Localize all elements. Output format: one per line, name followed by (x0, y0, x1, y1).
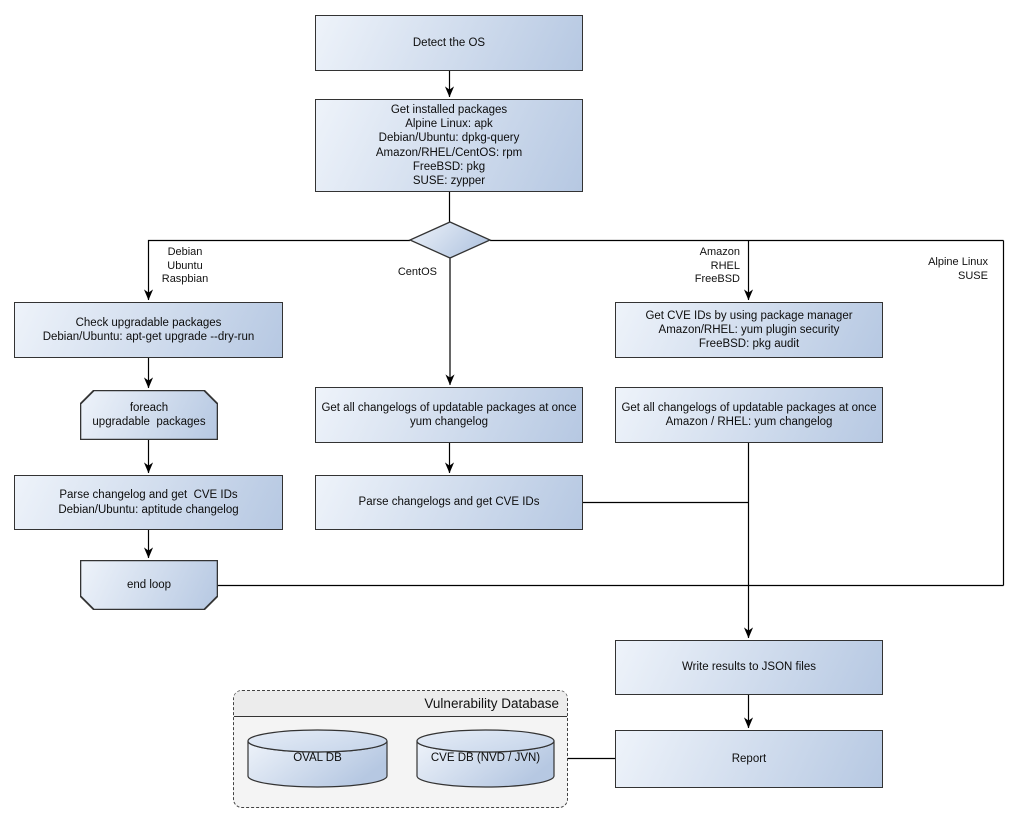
vulnerability-database-title: Vulnerability Database (234, 691, 567, 717)
edge-decision-to-debian (143, 239, 410, 301)
node-parse-changelog-debian: Parse changelog and get CVE IDs Debian/U… (14, 475, 283, 530)
oval-db-label: OVAL DB (293, 752, 342, 764)
node-end-loop: end loop (80, 560, 218, 610)
node-get-installed-packages: Get installed packages Alpine Linux: apk… (315, 99, 583, 192)
node-check-upgradable-packages: Check upgradable packages Debian/Ubuntu:… (14, 302, 283, 358)
branch-label-alpine: Alpine Linux SUSE (928, 256, 988, 282)
branch-label-amazon: Amazon RHEL FreeBSD (694, 246, 740, 285)
node-write-results-json: Write results to JSON files (615, 640, 883, 695)
cve-db-label: CVE DB (NVD / JVN) (430, 752, 541, 764)
node-get-cve-ids-package-manager: Get CVE IDs by using package manager Ama… (615, 302, 883, 358)
node-changelogs-amazon-rhel: Get all changelogs of updatable packages… (615, 387, 883, 443)
node-changelogs-centos: Get all changelogs of updatable packages… (315, 387, 583, 443)
branch-label-centos: CentOS (397, 266, 437, 278)
node-report: Report (615, 730, 883, 788)
branch-label-debian: Debian Ubuntu Raspbian (161, 246, 209, 285)
node-parse-changelogs-centos: Parse changelogs and get CVE IDs (315, 475, 583, 530)
oval-db-cylinder-top (247, 729, 388, 753)
node-foreach-loop-start: foreach upgradable packages (80, 390, 218, 440)
connectors (143, 71, 1005, 760)
os-decision-diamond (408, 221, 492, 259)
database-cylinders (247, 729, 555, 788)
cve-db-cylinder-top (416, 729, 555, 753)
node-detect-os: Detect the OS (315, 15, 583, 71)
